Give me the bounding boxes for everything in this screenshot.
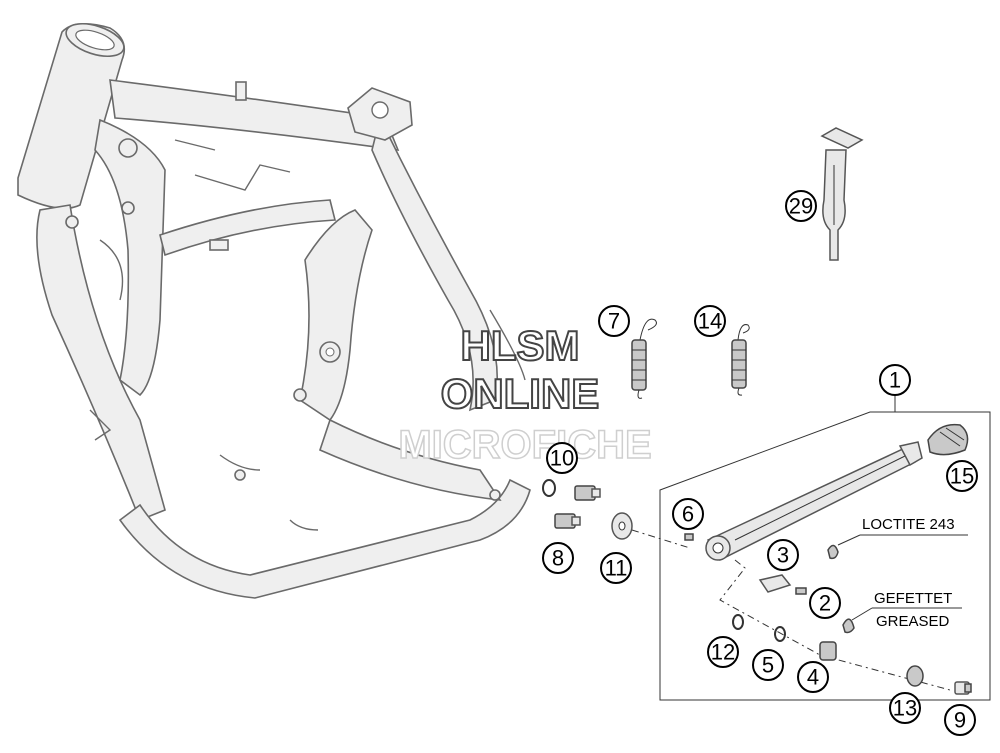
part-9-bolt (954, 681, 972, 695)
svg-text:6: 6 (682, 502, 694, 527)
part-29-tool (820, 127, 864, 261)
callout-11: 11 (600, 552, 632, 584)
watermark-line1: HLSM (461, 322, 580, 369)
loctite-label: LOCTITE 243 (862, 516, 955, 533)
gefettet-label: GEFETTET (874, 590, 952, 607)
svg-text:1: 1 (889, 368, 901, 393)
svg-text:9: 9 (954, 708, 966, 733)
svg-text:4: 4 (807, 665, 819, 690)
watermark-line3: MICROFICHE (398, 423, 651, 467)
part-13-washer (906, 665, 924, 687)
callout-12: 12 (707, 636, 739, 668)
svg-text:7: 7 (608, 309, 620, 334)
part-8-bushing-upper (574, 485, 601, 501)
greased-label: GREASED (876, 613, 950, 630)
callout-8: 8 (542, 542, 574, 574)
part-8-bushing-lower (554, 513, 581, 529)
spring-14 (731, 324, 750, 396)
callout-9: 9 (944, 704, 976, 736)
svg-text:14: 14 (698, 309, 722, 334)
callout-10: 10 (546, 442, 578, 474)
loctite-note: LOCTITE 243 (837, 516, 968, 546)
callout-29: 29 (785, 190, 817, 222)
watermark: HLSM ONLINE MICROFICHE (398, 321, 653, 468)
svg-text:10: 10 (550, 446, 574, 471)
svg-text:13: 13 (893, 696, 917, 721)
svg-text:12: 12 (711, 640, 735, 665)
watermark-line2: ONLINE (441, 370, 600, 417)
spring-7 (631, 318, 657, 399)
svg-text:15: 15 (950, 464, 974, 489)
svg-text:2: 2 (819, 591, 831, 616)
motorcycle-frame (17, 22, 531, 599)
callout-5: 5 (752, 649, 784, 681)
part-4-bushing (819, 641, 837, 661)
svg-text:3: 3 (777, 543, 789, 568)
svg-text:8: 8 (552, 546, 564, 571)
callout-2: 2 (809, 587, 841, 619)
grease-note: GEFETTET GREASED (851, 590, 962, 630)
callout-13: 13 (889, 692, 921, 724)
svg-text:5: 5 (762, 653, 774, 678)
callout-15: 15 (946, 460, 978, 492)
side-stand-assembly (659, 392, 991, 701)
part-10-oring (542, 479, 556, 497)
callout-7: 7 (598, 305, 630, 337)
svg-text:11: 11 (605, 556, 628, 581)
part-12-oring (732, 614, 744, 630)
callout-4: 4 (797, 661, 829, 693)
callout-14: 14 (694, 305, 726, 337)
part-11-washer (611, 512, 633, 540)
callout-1: 1 (879, 364, 911, 396)
part-5-oring (774, 626, 786, 642)
callout-3: 3 (767, 539, 799, 571)
callout-6: 6 (672, 498, 704, 530)
svg-text:29: 29 (789, 194, 813, 219)
